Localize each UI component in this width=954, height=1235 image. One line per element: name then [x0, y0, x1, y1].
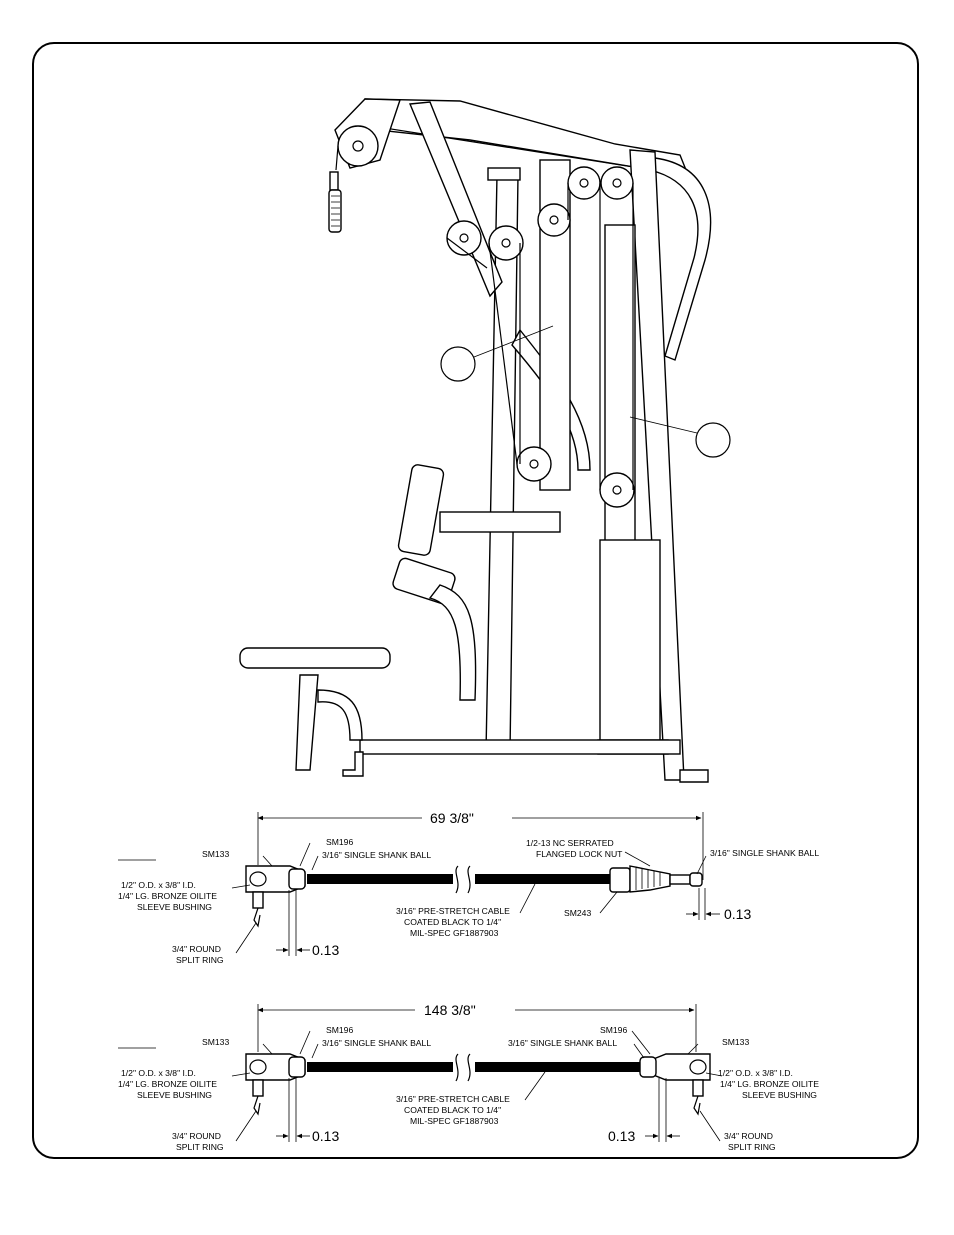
cable-1-detail: 69 3/8" [118, 810, 819, 965]
cable-2-sm133-right: SM133 [722, 1037, 749, 1047]
cable-2-detail: 148 3/8" [118, 1002, 819, 1152]
cable-1-lock-nut-line-2: FLANGED LOCK NUT [536, 849, 623, 859]
machine-drawing [239, 98, 731, 783]
cable-1-ring-line-2: SPLIT RING [176, 955, 224, 965]
cable-2-ring-right-line-1: 3/4" ROUND [724, 1131, 773, 1141]
page-frame [32, 42, 919, 1159]
cable-1-lock-nut-line-1: 1/2-13 NC SERRATED [526, 838, 614, 848]
cable-2-cable-line-2: COATED BLACK TO 1/4" [404, 1105, 501, 1115]
cable-2-dim-left: 0.13 [312, 1128, 339, 1144]
cable-1-bushing-line-2: 1/4" LG. BRONZE OILITE [118, 891, 217, 901]
cable-2-length: 148 3/8" [424, 1002, 476, 1018]
cable-1-sm196: SM196 [326, 837, 353, 847]
cable-2-cable-line-1: 3/16" PRE-STRETCH CABLE [396, 1094, 510, 1104]
cable-2-bushing-left-line-3: SLEEVE BUSHING [137, 1090, 212, 1100]
cable-1-bushing-line-1: 1/2" O.D. x 3/8" I.D. [121, 880, 196, 890]
cable-2-sm196-right: SM196 [600, 1025, 627, 1035]
cable-2-ring-right-line-2: SPLIT RING [728, 1142, 776, 1152]
cable-1-cable-line-2: COATED BLACK TO 1/4" [404, 917, 501, 927]
cable-2-sm196-left: SM196 [326, 1025, 353, 1035]
cable-2-bushing-right-line-1: 1/2" O.D. x 3/8" I.D. [718, 1068, 793, 1078]
cable-2-shank-ball-right: 3/16" SINGLE SHANK BALL [508, 1038, 617, 1048]
cable-1-sm133: SM133 [202, 849, 229, 859]
cable-1-dim-right: 0.13 [724, 906, 751, 922]
cable-1-bushing-line-3: SLEEVE BUSHING [137, 902, 212, 912]
cable-1-shank-ball-right: 3/16" SINGLE SHANK BALL [710, 848, 819, 858]
cable-2-bushing-right-line-2: 1/4" LG. BRONZE OILITE [720, 1079, 819, 1089]
cable-2-dim-right: 0.13 [608, 1128, 635, 1144]
cable-1-ring-line-1: 3/4" ROUND [172, 944, 221, 954]
cable-1-cable-line-3: MIL-SPEC GF1887903 [410, 928, 499, 938]
callout-circle-top [440, 346, 476, 382]
cable-1-cable-line-1: 3/16" PRE-STRETCH CABLE [396, 906, 510, 916]
cable-2-bushing-left-line-1: 1/2" O.D. x 3/8" I.D. [121, 1068, 196, 1078]
callout-circle-bottom [695, 422, 731, 458]
cable-1-sm243: SM243 [564, 908, 591, 918]
pulleys [337, 125, 635, 508]
cable-2-ring-left-line-2: SPLIT RING [176, 1142, 224, 1152]
cable-2-sm133-left: SM133 [202, 1037, 229, 1047]
cable-2-bushing-right-line-3: SLEEVE BUSHING [742, 1090, 817, 1100]
cable-2-ring-left-line-1: 3/4" ROUND [172, 1131, 221, 1141]
cable-2-shank-ball-left: 3/16" SINGLE SHANK BALL [322, 1038, 431, 1048]
cable-2-cable-line-3: MIL-SPEC GF1887903 [410, 1116, 499, 1126]
cable-2-bushing-left-line-2: 1/4" LG. BRONZE OILITE [118, 1079, 217, 1089]
cable-1-length: 69 3/8" [430, 810, 474, 826]
cable-1-dim-left: 0.13 [312, 942, 339, 958]
cable-1-shank-ball-left: 3/16" SINGLE SHANK BALL [322, 850, 431, 860]
cable-runs [335, 145, 634, 490]
